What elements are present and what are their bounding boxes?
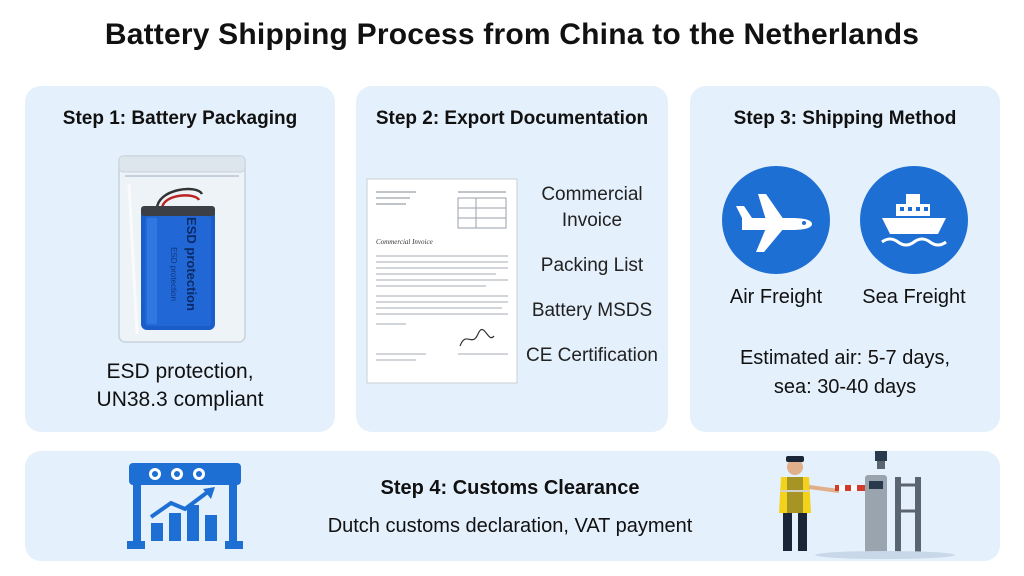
step-1-caption: ESD protection, UN38.3 compliant <box>25 358 335 414</box>
document-icon: Commercial Invoice <box>366 178 518 384</box>
sea-freight-label: Sea Freight <box>862 286 966 308</box>
step-4-heading: Step 4: Customs Clearance <box>380 477 640 499</box>
document-item: Battery MSDS <box>531 300 653 321</box>
battery-in-bag-icon: ESD protection ESD protection <box>118 155 246 343</box>
document-heading: Commercial Invoice <box>376 238 433 246</box>
document-item: CE Certification <box>526 345 658 366</box>
customs-officer-gate-icon <box>779 451 955 559</box>
document-list: Commercial Invoice Packing List Battery … <box>522 182 662 388</box>
step-2-heading: Step 2: Export Documentation <box>375 108 649 129</box>
ship-icon <box>860 166 968 274</box>
estimate-line-2: sea: 30-40 days <box>773 376 917 398</box>
step-2-panel: Step 2: Export Documentation Commercial … <box>356 86 668 432</box>
battery-label: ESD protection <box>184 217 199 311</box>
step-4-description: Dutch customs declaration, VAT payment <box>327 515 693 537</box>
page-title: Battery Shipping Process from China to t… <box>104 18 920 51</box>
step-3-panel: Step 3: Shipping Method Air Freight Sea … <box>690 86 1000 432</box>
shipping-estimate: Estimated air: 5-7 days, sea: 30-40 days <box>690 344 1000 402</box>
document-item: Packing List <box>540 255 644 276</box>
step-4-panel: Step 4: Customs Clearance Dutch customs … <box>25 451 1000 561</box>
step-1-caption-line-1: ESD protection, <box>106 360 254 383</box>
step-1-caption-line-2: UN38.3 compliant <box>96 388 264 411</box>
estimate-line-1: Estimated air: 5-7 days, <box>739 347 951 369</box>
battery-sublabel: ESD protection <box>169 247 178 301</box>
step-1-panel: Step 1: Battery Packaging ESD protection… <box>25 86 335 432</box>
growth-chart-icon <box>127 463 243 549</box>
air-freight-label: Air Freight <box>729 286 823 308</box>
document-item: Commercial Invoice <box>541 184 643 231</box>
airplane-icon <box>722 166 830 274</box>
step-1-heading: Step 1: Battery Packaging <box>62 108 298 129</box>
step-3-heading: Step 3: Shipping Method <box>733 108 957 129</box>
